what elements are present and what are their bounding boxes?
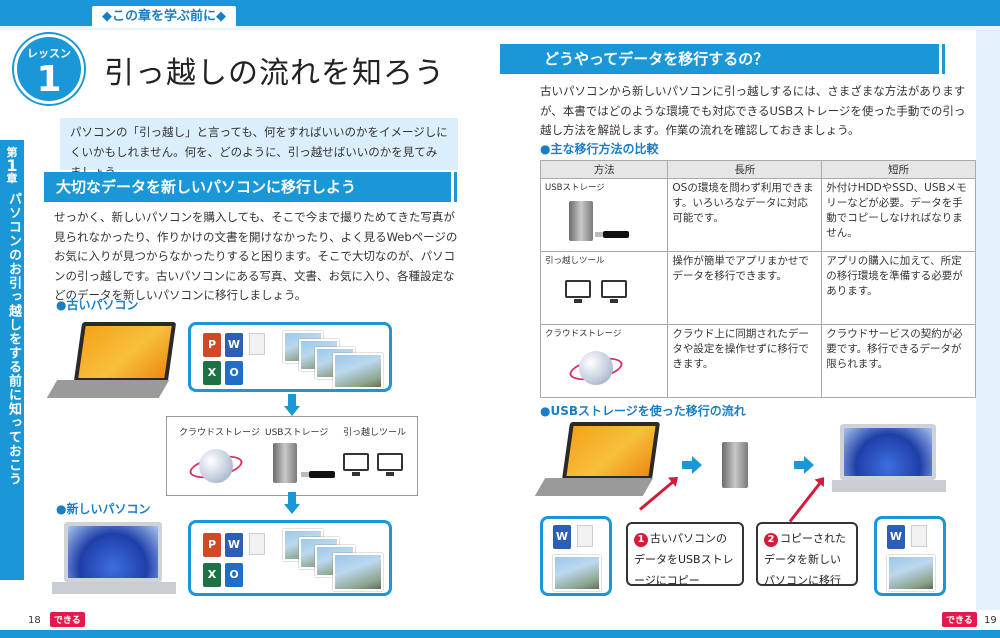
flow-label: ●USBストレージを使った移行の流れ	[540, 404, 746, 418]
old-laptop-icon	[46, 322, 177, 402]
left-page: 第 1 章 パソコンのお引っ越しをする前に知っておこう レッスン 1 引っ越しの…	[0, 34, 460, 632]
word-icon: W	[553, 525, 571, 549]
lesson-title: 引っ越しの流れを知ろう	[104, 56, 445, 91]
footer-right: できる 19	[936, 612, 997, 632]
table-cell-method: 引っ越しツール	[539, 251, 669, 325]
arrow-right-icon	[682, 456, 702, 474]
chapter-number: 第 1 章	[6, 146, 18, 185]
new-pc-content-frame: P W X O	[188, 520, 392, 596]
publisher-logo: できる	[942, 612, 977, 627]
tool-label-tool: 引っ越しツール	[343, 428, 407, 438]
photo-icon	[887, 555, 935, 591]
old-pc-label: ●古いパソコン	[56, 298, 139, 312]
powerpoint-icon: P	[203, 533, 221, 557]
table-row: USBストレージ OSの環境を問わず利用できます。いろいろなデータに対応可能です…	[539, 178, 976, 252]
old-pc-content-frame: P W X O	[188, 322, 392, 392]
excel-icon: X	[203, 563, 221, 587]
word-icon: W	[225, 533, 243, 557]
new-pc-label: ●新しいパソコン	[56, 502, 151, 516]
chapter-tag: ◆この章を学ぶ前に◆	[92, 6, 236, 28]
chapter-title: パソコンのお引っ越しをする前に知っておこう	[6, 192, 21, 486]
intro-box: パソコンの「引っ越し」と言っても、何をすればいいのかをイメージしにくいかもしれま…	[60, 118, 458, 179]
document-icon	[249, 333, 265, 355]
section-heading-left: 大切なデータを新しいパソコンに移行しよう	[44, 172, 460, 202]
new-data-frame: W	[874, 516, 946, 596]
outlook-icon: O	[225, 361, 243, 385]
table-row: クラウドストレージ クラウド上に同期されたデータや設定を操作せずに移行できます。…	[539, 324, 976, 398]
tool-label-usb: USBストレージ	[265, 428, 329, 438]
word-icon: W	[225, 333, 243, 357]
excel-icon: X	[203, 361, 221, 385]
powerpoint-icon: P	[203, 333, 221, 357]
footer-left: 18 できる	[28, 612, 85, 632]
step-1-text: 古いパソコンのデータをUSBストレージにコピー	[634, 532, 734, 587]
table-cell-pros: 操作が簡単でアプリまかせでデータを移行できます。	[667, 251, 823, 325]
cloud-storage-icon	[199, 449, 233, 483]
table-header-pros: 長所	[667, 160, 823, 179]
section-heading-right: どうやってデータを移行するの？	[500, 44, 948, 74]
photo-icon	[333, 353, 383, 389]
step-number-2: 2	[764, 533, 778, 547]
monitor-icon	[343, 453, 369, 476]
right-body-text: 古いパソコンから新しいパソコンに引っ越しするには、さまざまな方法がありますが、本…	[540, 84, 966, 137]
monitor-icon	[601, 280, 627, 303]
hdd-icon	[273, 443, 297, 483]
new-laptop-icon	[832, 424, 946, 500]
tool-label-cloud: クラウドストレージ	[179, 428, 260, 438]
document-icon	[577, 525, 593, 547]
page-number-left: 18	[28, 615, 41, 626]
red-arrow-icon	[788, 478, 825, 523]
word-icon: W	[887, 525, 905, 549]
table-cell-pros: クラウド上に同期されたデータや設定を操作せずに移行できます。	[667, 324, 823, 398]
right-edge-band	[976, 30, 1000, 610]
right-page: どうやってデータを移行するの？ 古いパソコンから新しいパソコンに引っ越しするには…	[500, 0, 1000, 638]
document-icon	[911, 525, 927, 547]
monitor-icon	[565, 280, 591, 303]
table-cell-pros: OSの環境を問わず利用できます。いろいろなデータに対応可能です。	[667, 178, 823, 252]
lesson-badge: レッスン 1	[14, 34, 84, 104]
table-cell-cons: クラウドサービスの契約が必要です。移行できるデータが限られます。	[821, 324, 976, 398]
arrow-right-icon	[794, 456, 814, 474]
table-cell-method: クラウドストレージ	[539, 324, 669, 398]
usb-memory-icon	[595, 231, 629, 238]
table-label: ●主な移行方法の比較	[540, 142, 659, 156]
publisher-logo: できる	[49, 612, 85, 627]
photo-icon	[553, 555, 601, 591]
table-cell-cons: 外付けHDDやSSD、USBメモリーなどが必要。データを手動でコピーしなければな…	[821, 178, 976, 252]
table-row: 引っ越しツール 操作が簡単でアプリまかせでデータを移行できます。 アプリの購入に…	[539, 251, 976, 325]
table-cell-method: USBストレージ	[539, 178, 669, 252]
monitor-icon	[377, 453, 403, 476]
chapter-side-tab[interactable]: 第 1 章 パソコンのお引っ越しをする前に知っておこう	[0, 140, 24, 580]
migration-tools-box: クラウドストレージ USBストレージ 引っ越しツール	[166, 416, 418, 496]
arrow-down-icon	[284, 492, 300, 514]
hdd-icon	[722, 442, 748, 488]
arrow-down-icon	[284, 394, 300, 416]
old-data-frame: W	[540, 516, 612, 596]
bottom-band	[0, 630, 1000, 638]
hdd-icon	[569, 201, 593, 241]
step-2-text: コピーされたデータを新しいパソコンに移行	[764, 532, 846, 587]
left-body-text: せっかく、新しいパソコンを購入しても、そこで今まで撮りためてきた写真が見られなか…	[54, 210, 458, 302]
new-laptop-icon	[52, 522, 176, 602]
usb-memory-icon	[301, 471, 335, 478]
step-number-1: 1	[634, 533, 648, 547]
cloud-storage-icon	[579, 351, 613, 385]
old-laptop-icon	[534, 422, 661, 500]
comparison-table: 方法 長所 短所 USBストレージ OSの環境を問わず利用できます。いろいろなデ…	[539, 160, 976, 398]
photo-icon	[333, 553, 383, 591]
outlook-icon: O	[225, 563, 243, 587]
table-header-row: 方法 長所 短所	[539, 160, 976, 179]
table-cell-cons: アプリの購入に加えて、所定の移行環境を準備する必要があります。	[821, 251, 976, 325]
document-icon	[249, 533, 265, 555]
page-number-right: 19	[984, 615, 997, 626]
table-header-cons: 短所	[821, 160, 976, 179]
table-header-method: 方法	[539, 160, 669, 179]
